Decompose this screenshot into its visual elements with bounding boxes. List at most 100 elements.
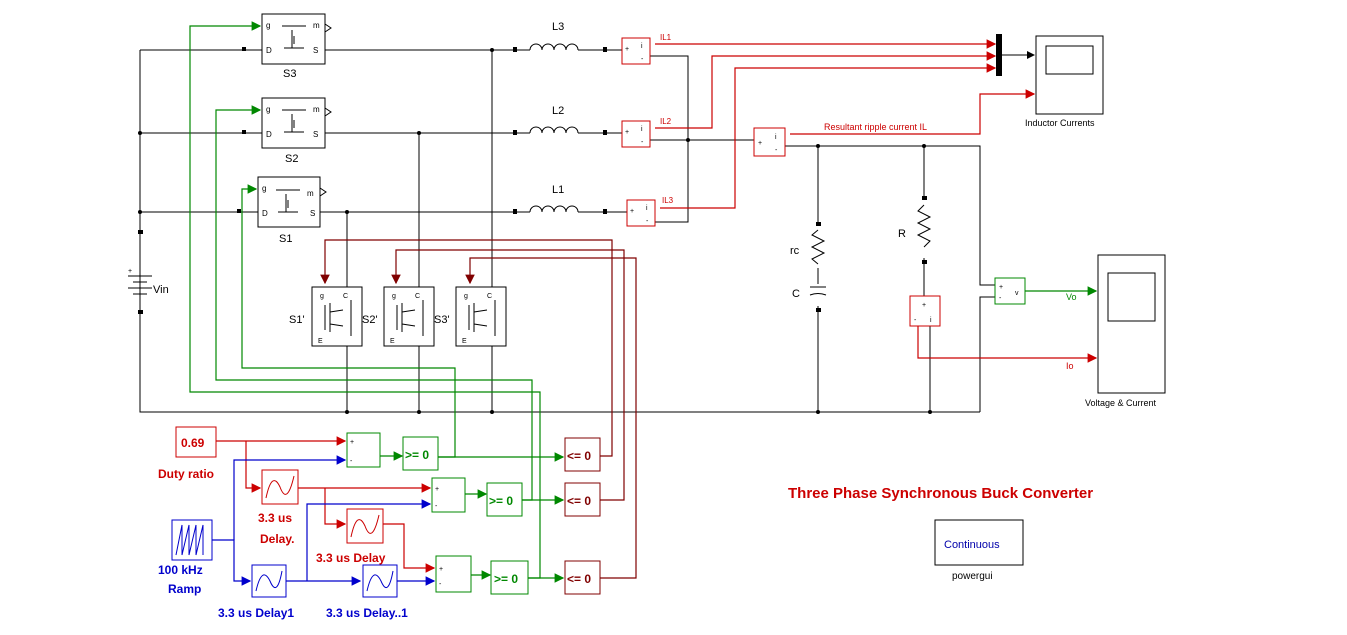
delay-red-2[interactable]: 3.3 us Delay — [316, 508, 386, 565]
capacitor-branch[interactable]: rc C — [790, 229, 827, 300]
current-meter-il1[interactable]: + i - — [621, 37, 651, 65]
current-meter-il3[interactable]: + i - — [626, 199, 656, 227]
svg-text:-: - — [641, 56, 644, 63]
switch-label-s2: S2 — [285, 153, 298, 165]
current-meter-il2[interactable]: + i - — [621, 120, 651, 148]
svg-text:i: i — [646, 205, 648, 212]
comparator-le-2[interactable]: <= 0 — [564, 482, 601, 517]
dc-source-vin[interactable]: + Vin — [128, 268, 169, 296]
svg-text:g: g — [266, 105, 270, 114]
svg-text:+: + — [630, 208, 634, 215]
switch-label-s3-prime: S3' — [434, 314, 450, 326]
svg-text:E: E — [318, 338, 323, 345]
svg-text:g: g — [320, 293, 324, 300]
signal-label-ripple: Resultant ripple current IL — [824, 122, 927, 132]
switch-label-s1-prime: S1' — [289, 314, 305, 326]
switch-s3[interactable]: g m D S S3 — [261, 13, 332, 80]
comparator-ge-3[interactable]: >= 0 — [490, 560, 529, 595]
measurement-signals: IL1 IL2 IL3 Resultant ripple current IL — [655, 33, 1036, 209]
sum-block-1[interactable]: + - — [346, 432, 381, 468]
switch-s1[interactable]: g m D S S1 — [257, 176, 327, 245]
svg-text:+: + — [625, 46, 629, 53]
svg-text:<= 0: <= 0 — [567, 449, 591, 463]
svg-text:+: + — [999, 284, 1003, 291]
svg-text:-: - — [641, 139, 644, 146]
svg-text:C: C — [487, 293, 492, 300]
powergui-block[interactable]: Continuous powergui — [934, 519, 1024, 582]
inductor-label-l3: L3 — [552, 21, 564, 33]
power-wires — [139, 49, 995, 413]
svg-text:m: m — [313, 21, 320, 30]
svg-text:C: C — [415, 293, 420, 300]
voltage-meter[interactable]: + v - Vo — [994, 277, 1098, 305]
svg-text:i: i — [930, 317, 932, 324]
svg-text:-: - — [646, 218, 649, 225]
delay-red-1-label-line1: 3.3 us — [258, 511, 292, 525]
scope-label-vc: Voltage & Current — [1085, 398, 1157, 408]
gate-signals — [189, 21, 637, 583]
scope-label-inductor: Inductor Currents — [1025, 118, 1095, 128]
svg-text:-: - — [775, 147, 778, 154]
comparator-le-1[interactable]: <= 0 — [564, 437, 601, 472]
svg-text:S: S — [313, 130, 318, 139]
switch-s2-prime[interactable]: g C E S2' — [362, 286, 435, 347]
inductor-l1[interactable]: L1 — [517, 184, 595, 213]
comparator-ge-2[interactable]: >= 0 — [486, 482, 523, 517]
switch-label-s2-prime: S2' — [362, 314, 378, 326]
svg-text:i: i — [775, 134, 777, 141]
powergui-button-text: Continuous — [944, 539, 1000, 551]
resistor-label-rc: rc — [790, 245, 800, 257]
diagram-title: Three Phase Synchronous Buck Converter — [788, 485, 1093, 502]
inductor-l2[interactable]: L2 — [517, 105, 595, 134]
svg-text:g: g — [464, 293, 468, 300]
inductor-l3[interactable]: L3 — [517, 21, 595, 51]
ramp-source[interactable]: 100 kHz Ramp — [158, 519, 213, 596]
load-current-meter[interactable]: + i - Io — [909, 295, 1098, 371]
svg-text:+: + — [435, 486, 439, 493]
ramp-label-line1: 100 kHz — [158, 563, 203, 577]
switch-s3-prime[interactable]: g C E S3' — [434, 286, 507, 347]
sum-block-3[interactable]: + - — [435, 555, 472, 593]
powergui-label: powergui — [952, 571, 993, 582]
ramp-label-line2: Ramp — [168, 582, 201, 596]
switch-s1-prime[interactable]: g C E S1' — [289, 286, 363, 347]
svg-text:D: D — [262, 209, 268, 218]
switch-label-s1: S1 — [279, 233, 292, 245]
signal-label-il2: IL2 — [660, 117, 672, 126]
duty-ratio-constant[interactable]: 0.69 Duty ratio — [158, 426, 217, 481]
ripple-current-meter[interactable]: + i - — [753, 127, 786, 157]
delay-red-1[interactable]: 3.3 us Delay. — [258, 469, 299, 546]
inductor-currents-scope[interactable]: Inductor Currents — [1025, 35, 1104, 128]
comparator-ge-1[interactable]: >= 0 — [402, 436, 439, 471]
inductor-label-l1: L1 — [552, 184, 564, 196]
svg-text:<= 0: <= 0 — [567, 572, 591, 586]
inductor-label-l2: L2 — [552, 105, 564, 117]
svg-text:+: + — [439, 566, 443, 573]
svg-text:+: + — [350, 439, 354, 446]
delay-red-2-label: 3.3 us Delay — [316, 551, 386, 565]
ramp-wires — [212, 455, 436, 586]
svg-text:-: - — [435, 503, 438, 510]
svg-text:S: S — [310, 209, 315, 218]
delay-blue-2-label: 3.3 us Delay..1 — [326, 606, 408, 620]
delay-blue-1-label: 3.3 us Delay1 — [218, 606, 294, 620]
voltage-current-scope[interactable]: Voltage & Current — [1085, 254, 1166, 408]
sum-block-2[interactable]: + - — [431, 477, 466, 513]
svg-text:-: - — [439, 581, 442, 588]
duty-ratio-label: Duty ratio — [158, 467, 214, 481]
svg-text:v: v — [1015, 290, 1019, 297]
comparator-le-3[interactable]: <= 0 — [564, 560, 601, 595]
delay-blue-2[interactable]: 3.3 us Delay..1 — [326, 564, 408, 620]
svg-text:g: g — [392, 293, 396, 300]
switch-s2[interactable]: g m D S S2 — [261, 97, 332, 165]
resistor-load[interactable]: R — [898, 204, 932, 248]
svg-text:i: i — [641, 126, 643, 133]
svg-text:g: g — [266, 21, 270, 30]
junction-dots — [138, 47, 932, 414]
delay-blue-1[interactable]: 3.3 us Delay1 — [218, 564, 294, 620]
svg-text:E: E — [462, 338, 467, 345]
signal-label-vo: Vo — [1066, 292, 1077, 302]
svg-text:0.69: 0.69 — [181, 436, 205, 450]
svg-text:+: + — [625, 129, 629, 136]
capacitor-label-c: C — [792, 288, 800, 300]
